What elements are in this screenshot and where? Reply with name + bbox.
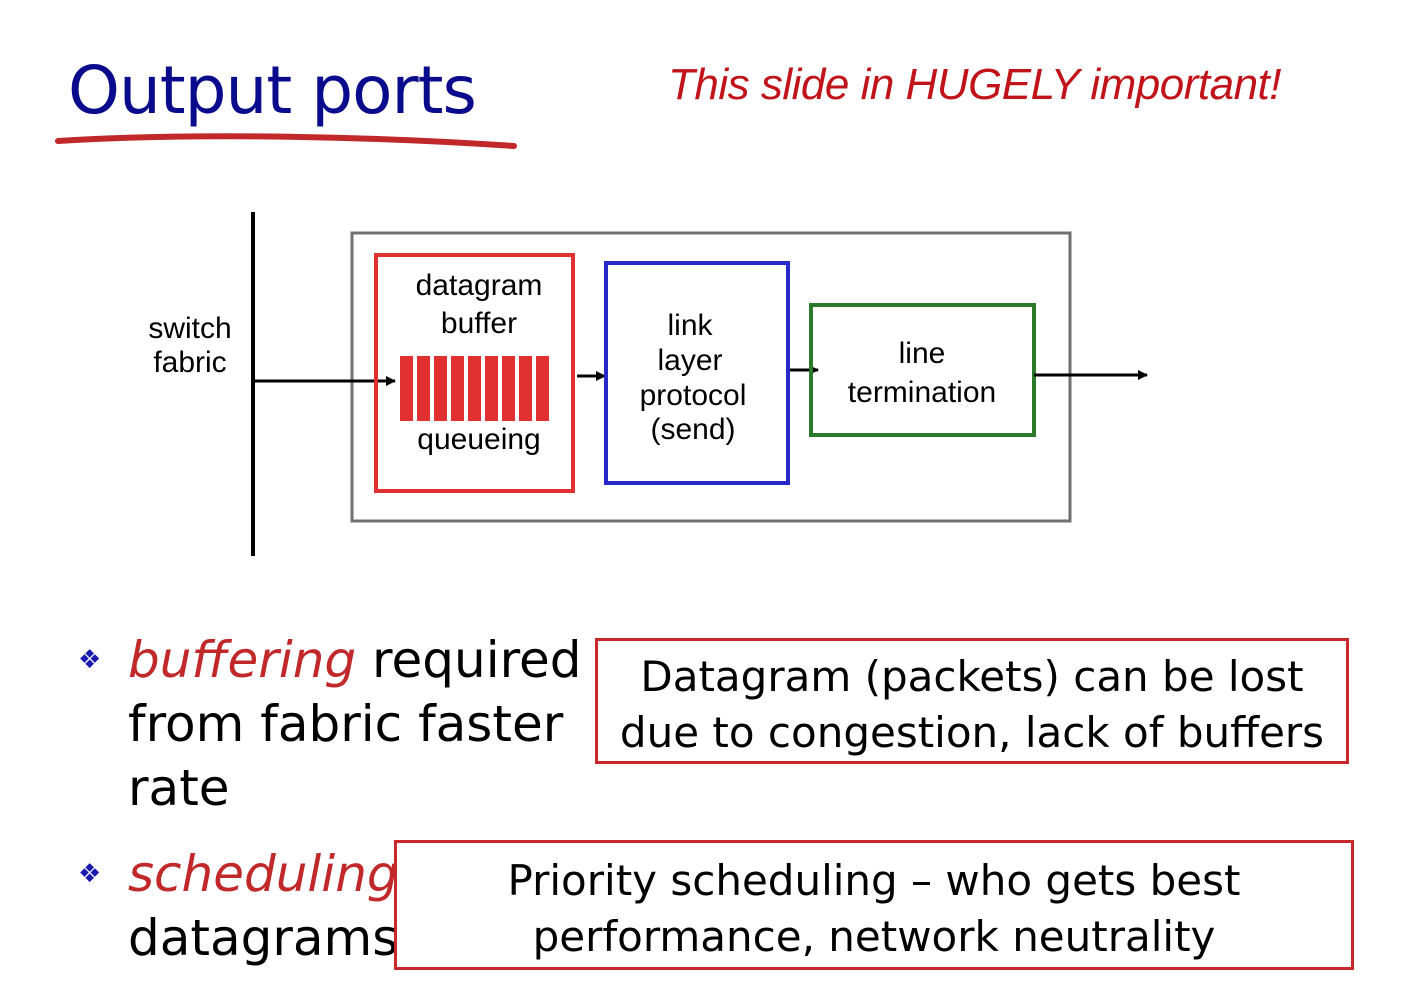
bullet-text: rate: [128, 759, 230, 817]
bullet-scheduling: ❖ scheduling datagrams: [78, 842, 478, 970]
link-label-line2: layer: [657, 344, 722, 377]
bullet-keyword: scheduling: [128, 845, 399, 903]
queue-slot: [536, 356, 549, 421]
queue-slot: [451, 356, 464, 421]
line-label-line1: line: [899, 337, 946, 370]
link-label-line4: (send): [650, 413, 735, 446]
bullet-diamond-icon: ❖: [78, 859, 102, 889]
bullet-diamond-icon: ❖: [78, 645, 102, 675]
callout-line: Priority scheduling – who gets best: [507, 856, 1241, 905]
callout-line: performance, network neutrality: [532, 912, 1216, 961]
queue-slots: [400, 356, 549, 421]
callout-line: due to congestion, lack of buffers: [619, 708, 1325, 757]
callout-priority-scheduling: Priority scheduling – who gets best perf…: [394, 840, 1354, 970]
link-label-line3: protocol: [640, 379, 747, 412]
callout-line: Datagram (packets) can be lost: [640, 652, 1304, 701]
queue-slot: [519, 356, 532, 421]
line-label-line2: termination: [848, 376, 996, 409]
bullet-text: from fabric faster: [128, 695, 564, 753]
page-title: Output ports: [68, 52, 477, 129]
bullet-text: datagrams: [128, 909, 399, 967]
title-underline: [55, 133, 517, 149]
output-port-diagram: switch fabric datagram buffer queueing l…: [148, 212, 1148, 556]
bullet-buffering: ❖ buffering required from fabric faster …: [78, 628, 638, 820]
callout-packet-loss: Datagram (packets) can be lost due to co…: [595, 638, 1349, 764]
queue-slot: [400, 356, 413, 421]
buffer-label-line1: datagram: [416, 269, 543, 302]
queue-slot: [417, 356, 430, 421]
switch-label-line1: switch: [148, 312, 231, 345]
line-termination-box: [809, 303, 1036, 437]
datagram-buffer-box: [374, 253, 575, 493]
link-label-line1: link: [667, 309, 713, 342]
link-layer-box: [604, 261, 790, 485]
buffer-label-line2: buffer: [441, 307, 517, 340]
queue-slot: [468, 356, 481, 421]
slide-subtitle: This slide in HUGELY important!: [668, 60, 1282, 109]
queue-slot: [485, 356, 498, 421]
output-port-box: [350, 231, 1072, 523]
bullet-keyword: buffering: [128, 631, 357, 689]
bullet-text: required: [356, 631, 582, 689]
queue-slot: [434, 356, 447, 421]
queue-slot: [502, 356, 515, 421]
switch-label-line2: fabric: [153, 346, 226, 379]
queueing-label: queueing: [417, 423, 540, 456]
